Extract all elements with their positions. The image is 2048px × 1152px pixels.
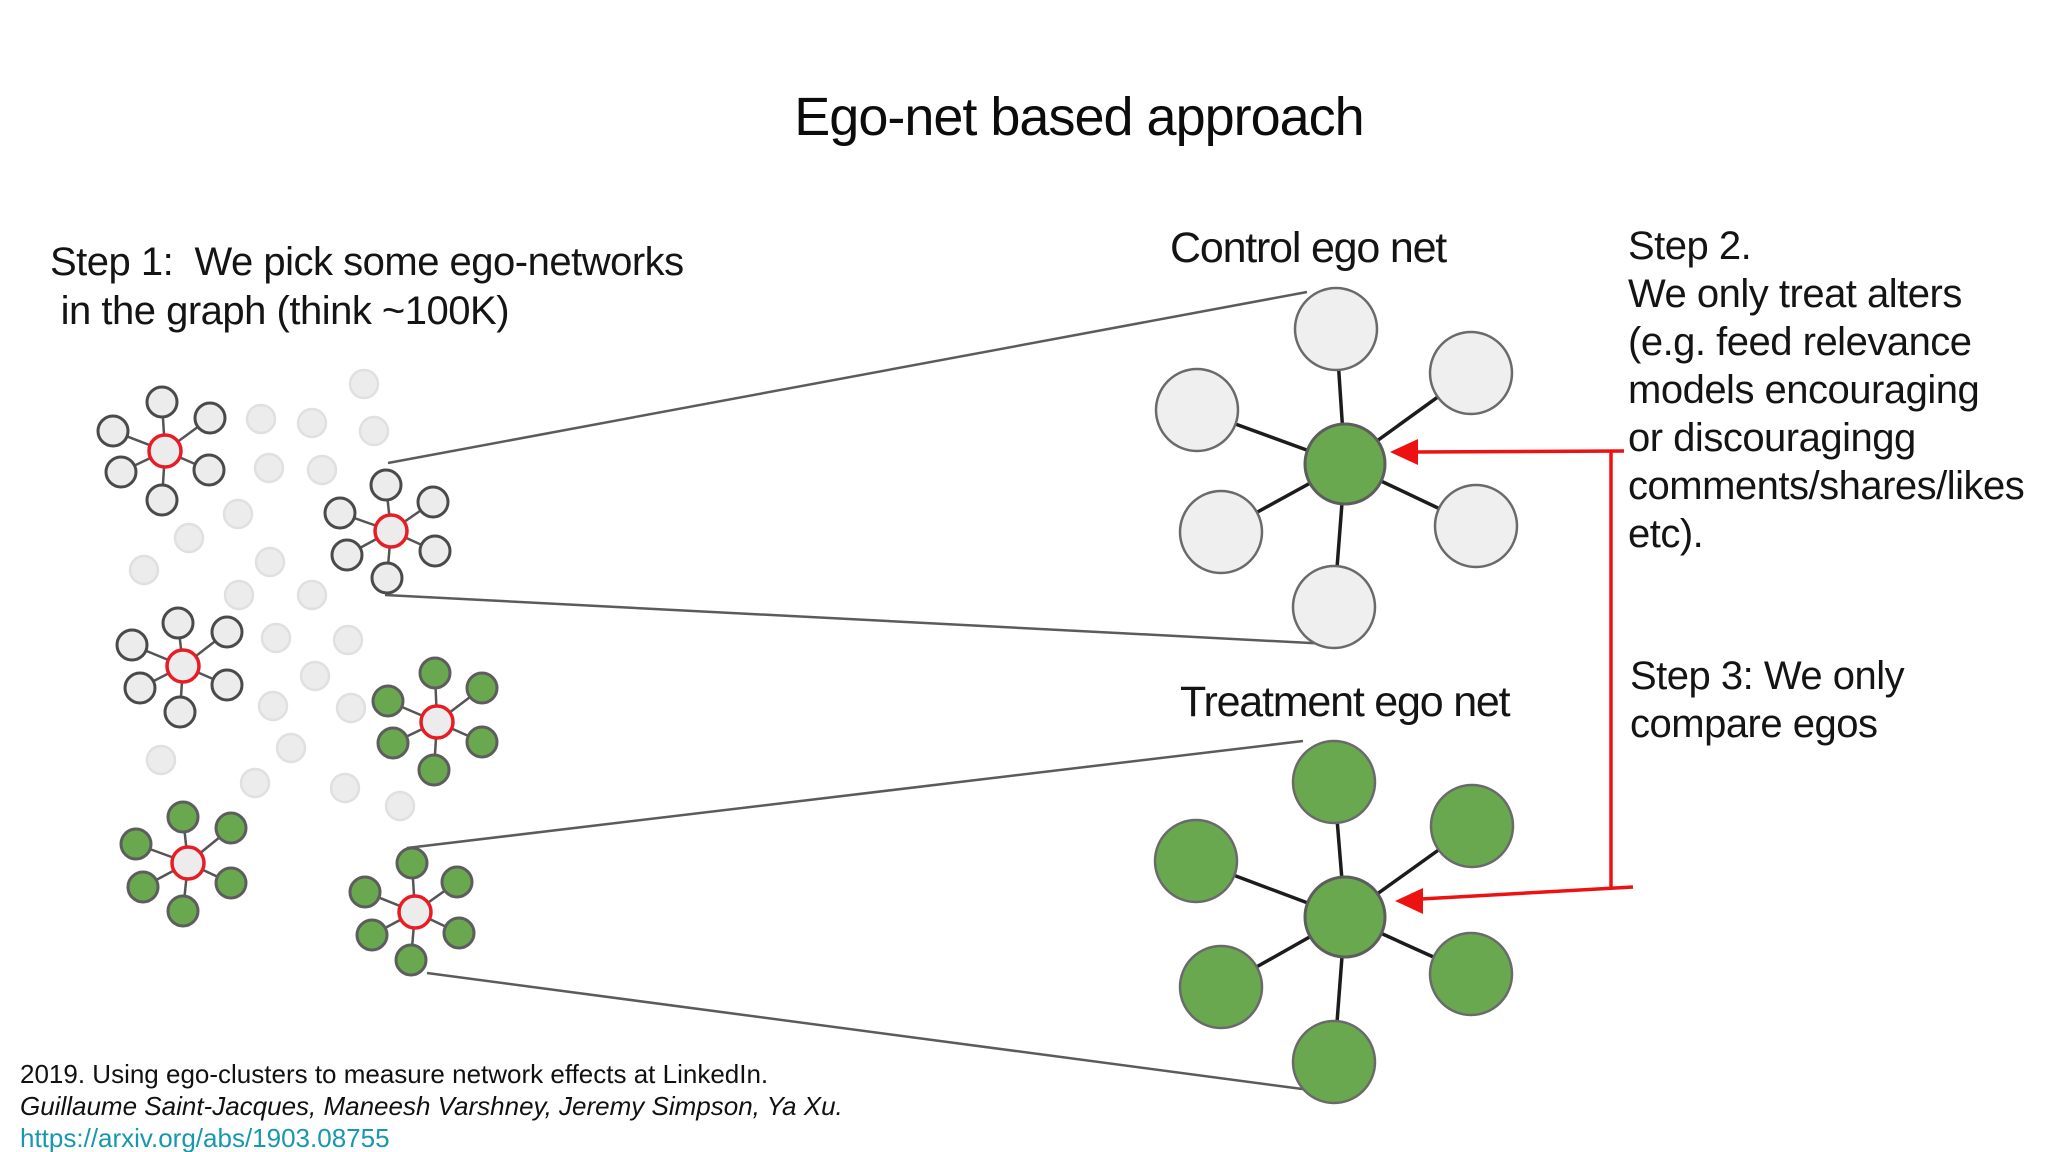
faded-node <box>306 454 338 486</box>
alter-node <box>416 485 450 519</box>
faded-node <box>257 690 289 722</box>
alter-node <box>1428 330 1514 416</box>
faded-node <box>296 579 328 611</box>
alter-node <box>1153 818 1239 904</box>
alter-node <box>123 671 157 705</box>
alter-node <box>418 534 452 568</box>
ego-node <box>1303 422 1387 506</box>
zoom-cone-line <box>387 290 1308 465</box>
alter-node <box>1433 483 1519 569</box>
alter-node <box>1428 931 1514 1017</box>
alter-node <box>214 866 248 900</box>
citation-block: 2019. Using ego-clusters to measure netw… <box>20 1058 843 1152</box>
alter-node <box>193 401 227 435</box>
slide-title: Ego-net based approach <box>794 87 1364 147</box>
red-arrowhead <box>1395 888 1423 914</box>
faded-node <box>384 790 416 822</box>
faded-node <box>299 660 331 692</box>
alter-node <box>1429 783 1515 869</box>
alter-node <box>417 753 451 787</box>
alter-node <box>119 827 153 861</box>
alter-node <box>395 846 429 880</box>
faded-node <box>275 732 307 764</box>
faded-node <box>223 579 255 611</box>
ego-node <box>147 433 183 469</box>
zoom-cone-line <box>426 971 1311 1092</box>
alter-node <box>394 943 428 977</box>
alter-node <box>115 628 149 662</box>
faded-node <box>239 767 271 799</box>
alter-node <box>465 725 499 759</box>
step1-text: Step 1: We pick some ego-networks in the… <box>50 240 684 333</box>
faded-node <box>222 498 254 530</box>
ego-node <box>170 845 206 881</box>
alter-node <box>1291 564 1377 650</box>
alter-node <box>1178 489 1264 575</box>
red-connector-line <box>1413 449 1625 454</box>
faded-node <box>128 554 160 586</box>
alter-node <box>166 800 200 834</box>
alter-node <box>210 668 244 702</box>
alter-node <box>1154 367 1240 453</box>
red-connector-line <box>1420 885 1634 901</box>
alter-node <box>442 916 476 950</box>
ego-node <box>165 648 201 684</box>
alter-node <box>126 870 160 904</box>
faded-node <box>254 546 286 578</box>
zoom-cone-line <box>384 593 1331 646</box>
arxiv-link[interactable]: https://arxiv.org/abs/1903.08755 <box>20 1123 390 1152</box>
alter-node <box>348 875 382 909</box>
alter-node <box>1291 739 1377 825</box>
ego-node <box>1303 875 1387 959</box>
alter-node <box>371 684 405 718</box>
citation-authors-line: Guillaume Saint-Jacques, Maneesh Varshne… <box>20 1091 843 1121</box>
faded-node <box>348 368 380 400</box>
faded-node <box>296 407 328 439</box>
alter-node <box>96 414 130 448</box>
faded-node <box>329 772 361 804</box>
alter-node <box>418 656 452 690</box>
alter-node <box>214 811 248 845</box>
alter-node <box>323 496 357 530</box>
step3-text: Step 3: We only compare egos <box>1630 654 1905 746</box>
ego-node <box>397 894 433 930</box>
alter-node <box>465 671 499 705</box>
faded-node <box>358 415 390 447</box>
faded-node <box>332 624 364 656</box>
alter-node <box>369 468 403 502</box>
alter-node <box>1178 944 1264 1030</box>
alter-node <box>1293 286 1379 372</box>
alter-node <box>1291 1019 1377 1105</box>
alter-node <box>161 606 195 640</box>
alter-node <box>330 538 364 572</box>
alter-node <box>210 615 244 649</box>
ego-node <box>373 513 409 549</box>
control-net-label: Control ego net <box>1170 224 1447 272</box>
alter-node <box>370 561 404 595</box>
faded-node <box>173 522 205 554</box>
alter-node <box>166 894 200 928</box>
citation-year-line: 2019. Using ego-clusters to measure netw… <box>20 1059 769 1089</box>
ego-node <box>419 704 455 740</box>
alter-node <box>104 455 138 489</box>
treatment-net-label: Treatment ego net <box>1180 678 1511 726</box>
zoom-cone-line <box>406 739 1304 850</box>
step2-text: Step 2. We only treat alters (e.g. feed … <box>1628 224 2025 556</box>
alter-node <box>192 453 226 487</box>
faded-node <box>253 452 285 484</box>
alter-node <box>355 918 389 952</box>
faded-node <box>145 744 177 776</box>
faded-node <box>245 403 277 435</box>
alter-node <box>145 483 179 517</box>
alter-node <box>440 865 474 899</box>
alter-node <box>376 726 410 760</box>
alter-node <box>145 385 179 419</box>
alter-node <box>163 695 197 729</box>
faded-node <box>335 692 367 724</box>
faded-node <box>260 622 292 654</box>
red-arrowhead <box>1390 439 1418 465</box>
